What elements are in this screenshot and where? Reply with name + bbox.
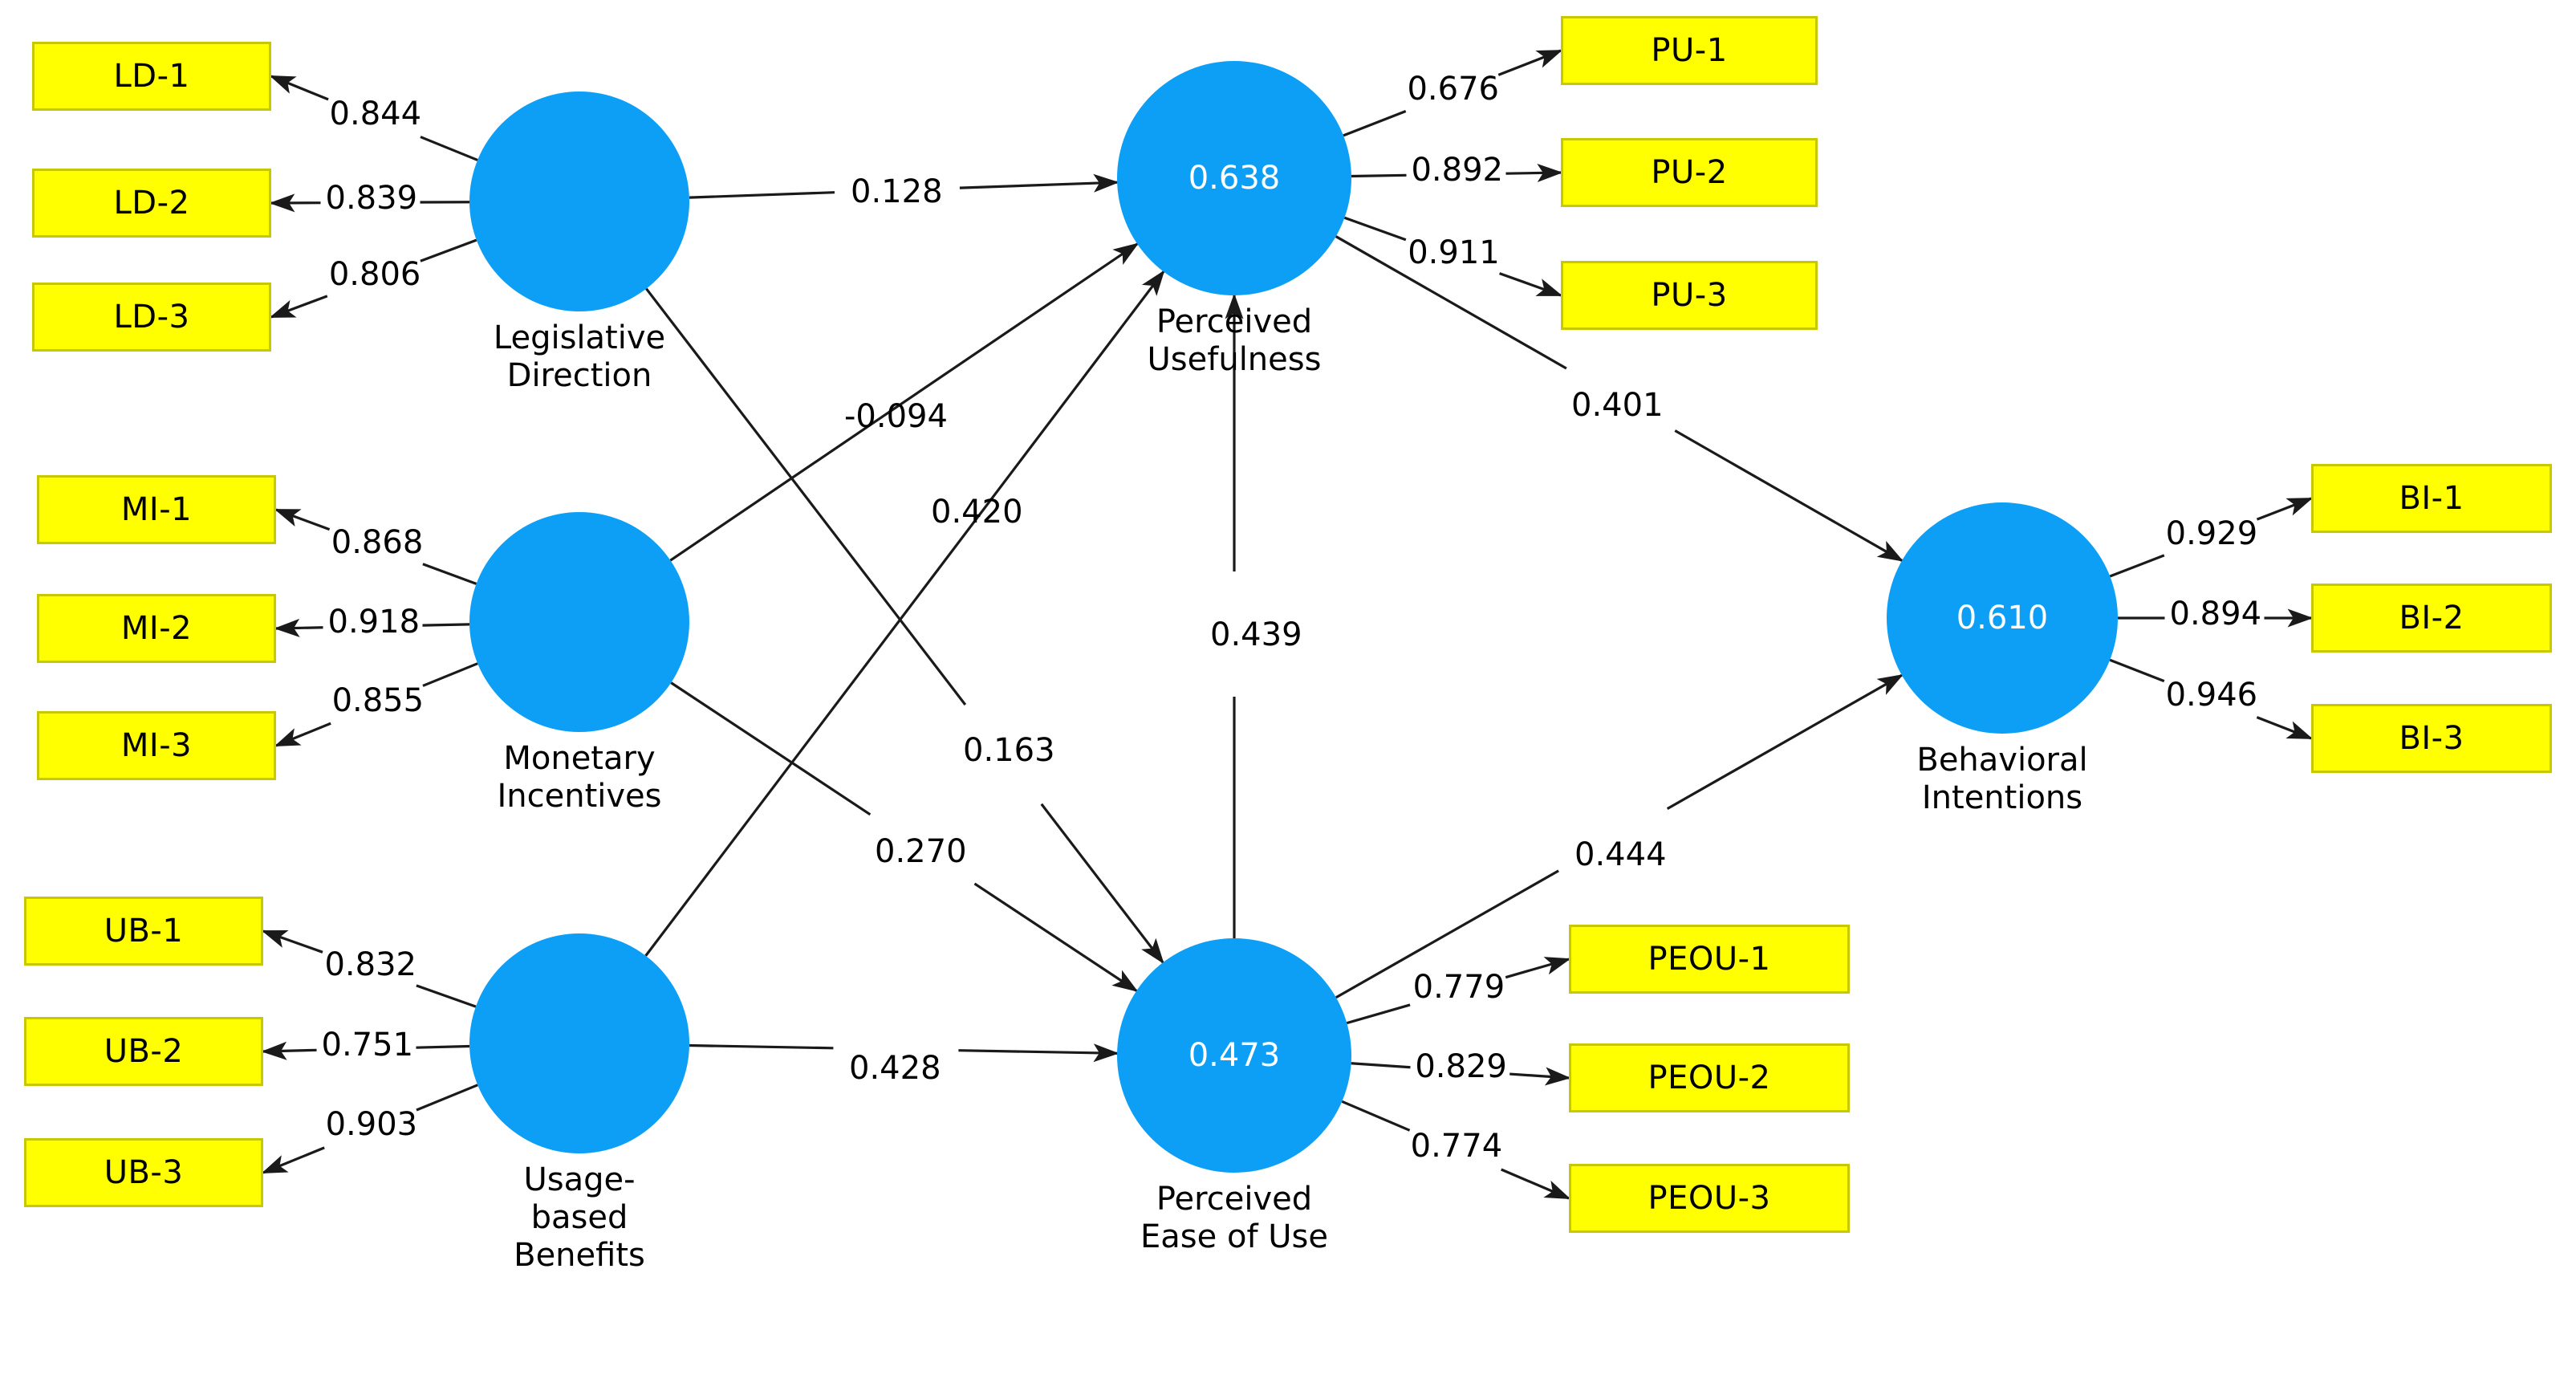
- indicator-box-bi-1[interactable]: BI-1: [2311, 464, 2552, 533]
- latent-label-ld: Legislative Direction: [493, 319, 666, 395]
- outer-loading-ub-1: 0.832: [324, 946, 416, 984]
- latent-circle-peou[interactable]: 0.473: [1117, 938, 1351, 1173]
- indicator-label: MI-3: [120, 727, 193, 764]
- outer-loading-mi-3: 0.855: [331, 681, 425, 719]
- indicator-box-peou-2[interactable]: PEOU-2: [1569, 1043, 1850, 1112]
- latent-label-peou: Perceived Ease of Use: [1140, 1181, 1328, 1256]
- indicator-label: PU-3: [1651, 277, 1728, 314]
- path-coefficient-ub-to-peou: 0.428: [849, 1050, 941, 1087]
- indicator-box-ub-1[interactable]: UB-1: [24, 897, 263, 966]
- outer-loading-bi-2: 0.894: [2169, 596, 2262, 632]
- indicator-label: BI-3: [2399, 720, 2464, 757]
- path-coefficient-peou-to-bi: 0.444: [1574, 836, 1667, 873]
- indicator-box-mi-3[interactable]: MI-3: [37, 711, 276, 780]
- indicator-label: PU-2: [1651, 154, 1728, 191]
- indicator-label: LD-2: [113, 185, 190, 222]
- indicator-box-pu-3[interactable]: PU-3: [1561, 261, 1818, 330]
- path-coefficient-ld-to-peou: 0.163: [963, 732, 1055, 769]
- indicator-box-bi-2[interactable]: BI-2: [2311, 584, 2552, 653]
- outer-loading-peou-1: 0.779: [1412, 968, 1505, 1006]
- outer-loading-peou-2: 0.829: [1415, 1047, 1507, 1085]
- latent-label-mi: Monetary Incentives: [497, 740, 662, 815]
- indicator-label: PEOU-2: [1648, 1059, 1771, 1096]
- indicator-box-ub-2[interactable]: UB-2: [24, 1017, 263, 1086]
- indicator-box-mi-2[interactable]: MI-2: [37, 594, 276, 663]
- indicator-box-bi-3[interactable]: BI-3: [2311, 704, 2552, 773]
- outer-loading-mi-2: 0.918: [327, 604, 421, 641]
- path-coefficient-mi-to-pu: 0.420: [931, 494, 1023, 531]
- outer-loading-ld-1: 0.844: [329, 96, 422, 133]
- outer-loading-peou-3: 0.774: [1410, 1127, 1503, 1165]
- latent-circle-bi[interactable]: 0.610: [1887, 502, 2118, 734]
- indicator-box-pu-2[interactable]: PU-2: [1561, 138, 1818, 207]
- indicator-box-ld-2[interactable]: LD-2: [32, 169, 271, 238]
- latent-r-squared-bi: 0.610: [1956, 600, 2049, 636]
- outer-loading-ld-2: 0.839: [325, 180, 418, 218]
- latent-label-bi: Behavioral Intentions: [1916, 742, 2088, 817]
- latent-circle-ld[interactable]: [469, 92, 689, 311]
- indicator-box-pu-1[interactable]: PU-1: [1561, 16, 1818, 85]
- indicator-box-ub-3[interactable]: UB-3: [24, 1138, 263, 1207]
- latent-circle-ub[interactable]: [469, 933, 689, 1153]
- outer-loading-ld-3: 0.806: [328, 256, 421, 294]
- latent-circle-mi[interactable]: [469, 512, 689, 732]
- path-coefficient-ub-to-pu: -0.094: [844, 398, 948, 435]
- indicator-box-mi-1[interactable]: MI-1: [37, 475, 276, 544]
- outer-loading-pu-2: 0.892: [1411, 152, 1503, 189]
- indicator-label: UB-1: [104, 913, 184, 950]
- indicator-label: LD-3: [113, 299, 190, 336]
- outer-loading-ub-3: 0.903: [325, 1106, 418, 1144]
- indicator-label: PU-1: [1651, 32, 1728, 69]
- latent-r-squared-peou: 0.473: [1188, 1037, 1281, 1074]
- indicator-box-ld-3[interactable]: LD-3: [32, 283, 271, 352]
- indicator-label: MI-1: [120, 491, 193, 528]
- indicator-box-peou-1[interactable]: PEOU-1: [1569, 925, 1850, 994]
- latent-label-pu: Perceived Usefulness: [1147, 303, 1322, 379]
- outer-loading-pu-3: 0.911: [1408, 234, 1500, 271]
- indicator-box-ld-1[interactable]: LD-1: [32, 42, 271, 111]
- outer-loading-pu-1: 0.676: [1407, 70, 1499, 108]
- path-coefficient-mi-to-peou: 0.270: [875, 833, 967, 870]
- outer-loading-bi-1: 0.929: [2165, 514, 2258, 552]
- indicator-box-peou-3[interactable]: PEOU-3: [1569, 1164, 1850, 1233]
- latent-r-squared-pu: 0.638: [1188, 160, 1281, 197]
- outer-loading-bi-3: 0.946: [2165, 677, 2258, 714]
- indicator-label: PEOU-1: [1648, 941, 1771, 978]
- indicator-label: PEOU-3: [1648, 1180, 1771, 1217]
- indicator-label: LD-1: [113, 58, 190, 95]
- outer-loading-mi-1: 0.868: [331, 524, 424, 562]
- indicator-label: MI-2: [120, 610, 193, 647]
- indicator-label: UB-3: [104, 1154, 184, 1191]
- outer-loading-ub-2: 0.751: [321, 1026, 414, 1063]
- path-coefficient-pu-to-bi: 0.401: [1571, 387, 1664, 424]
- indicator-label: BI-2: [2399, 600, 2464, 636]
- indicator-label: BI-1: [2399, 480, 2464, 517]
- path-coefficient-peou-to-pu: 0.439: [1210, 616, 1302, 653]
- path-coefficient-ld-to-pu: 0.128: [851, 173, 943, 210]
- latent-circle-pu[interactable]: 0.638: [1117, 61, 1351, 295]
- indicator-label: UB-2: [104, 1033, 184, 1070]
- latent-label-ub: Usage- based Benefits: [514, 1161, 645, 1275]
